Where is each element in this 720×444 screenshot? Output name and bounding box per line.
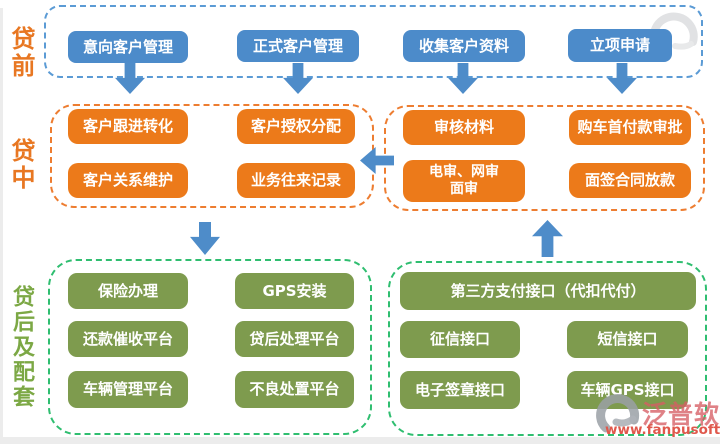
bottom-edge-strip: [0, 437, 720, 444]
post-loan-left-group-frame: [48, 259, 372, 435]
node-vehicle-gps-interface: 车辆GPS接口: [567, 371, 688, 409]
pre-loan-group-frame: [44, 5, 703, 78]
post-loan-right-group-frame: [388, 261, 707, 436]
node-gps-installation: GPS安装: [235, 273, 354, 309]
arrow-up-icon: [532, 220, 563, 257]
fanpu-logo-icon: [596, 394, 640, 433]
watermark: 泛普软件 www.fanpusoft.com: [592, 393, 720, 439]
node-sms-interface: 短信接口: [567, 321, 688, 358]
stage-label-post-loan: 贷后及配套: [9, 285, 34, 410]
node-third-party-payment-interface: 第三方支付接口（代扣代付）: [400, 272, 696, 310]
watermark-url-text: www.fanpusoft.com: [605, 422, 720, 438]
node-phone-web-interview-review: 电审、网审 面审: [403, 160, 525, 202]
node-sign-contract-disburse: 面签合同放款: [569, 163, 691, 198]
stage-label-pre-loan: 贷前: [7, 26, 35, 80]
node-e-signature-interface: 电子签章接口: [400, 371, 520, 409]
node-repayment-collection-platform: 还款催收平台: [68, 321, 188, 357]
node-formal-customer-mgmt: 正式客户管理: [237, 30, 359, 62]
node-customer-authorization-assignment: 客户授权分配: [237, 109, 355, 144]
node-vehicle-management-platform: 车辆管理平台: [68, 371, 188, 408]
node-npl-disposal-platform: 不良处置平台: [235, 371, 354, 408]
node-collect-customer-info: 收集客户资料: [403, 30, 525, 62]
node-customer-relationship-maintenance: 客户关系维护: [68, 163, 188, 198]
left-edge-strip: [0, 8, 3, 437]
node-intent-customer-mgmt: 意向客户管理: [68, 31, 188, 63]
stage-label-mid-loan: 贷中: [7, 138, 35, 192]
node-review-materials: 审核材料: [403, 110, 525, 145]
node-business-dealings-record: 业务往来记录: [237, 163, 355, 198]
node-car-downpayment-approval: 购车首付款审批: [569, 110, 691, 145]
watermark-brand-text: 泛普软件: [642, 400, 720, 429]
node-post-loan-processing-platform: 贷后处理平台: [235, 321, 354, 357]
node-customer-followup-conversion: 客户跟进转化: [68, 109, 188, 144]
node-insurance-handling: 保险办理: [68, 273, 188, 309]
arrow-down-icon: [190, 222, 220, 255]
node-project-application: 立项申请: [568, 29, 672, 62]
node-credit-check-interface: 征信接口: [400, 321, 520, 358]
